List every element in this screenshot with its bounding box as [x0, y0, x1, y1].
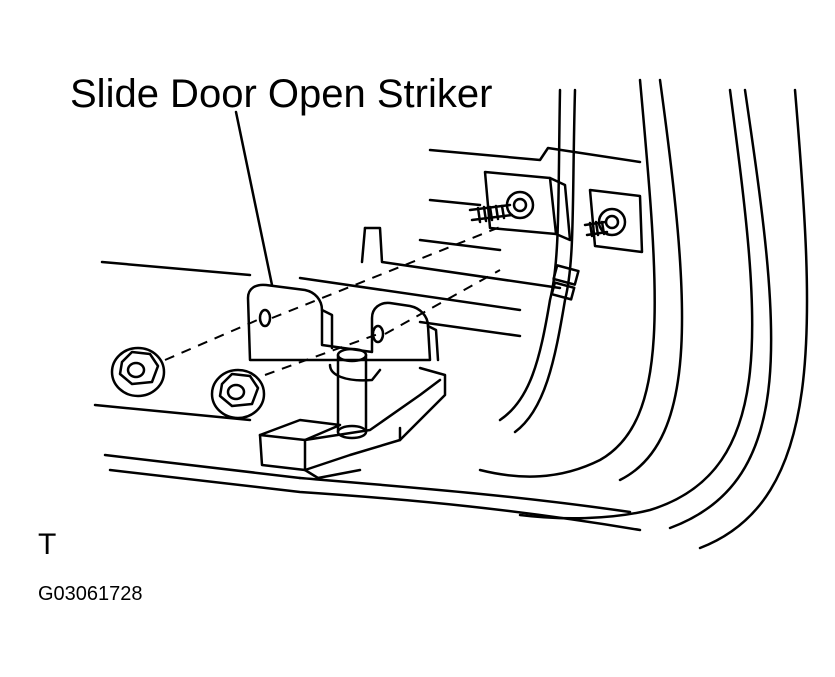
callout-leader-line — [236, 112, 272, 285]
door-panel-lines — [95, 148, 640, 530]
frame-curves — [480, 80, 807, 548]
stud-bolt-upper-right — [585, 222, 607, 236]
stud-bolt-upper-left — [470, 205, 512, 222]
striker-plate — [248, 285, 438, 360]
flange-nut-right — [212, 370, 264, 418]
striker-base — [260, 368, 445, 478]
cable — [500, 90, 578, 432]
striker-pin — [330, 349, 380, 438]
flange-nut-left — [112, 348, 164, 396]
callout-label: Slide Door Open Striker — [70, 72, 493, 116]
figure-id: G03061728 — [38, 583, 143, 605]
alignment-lines — [165, 225, 505, 375]
mounting-bracket — [485, 172, 642, 252]
view-code: T — [38, 528, 57, 561]
